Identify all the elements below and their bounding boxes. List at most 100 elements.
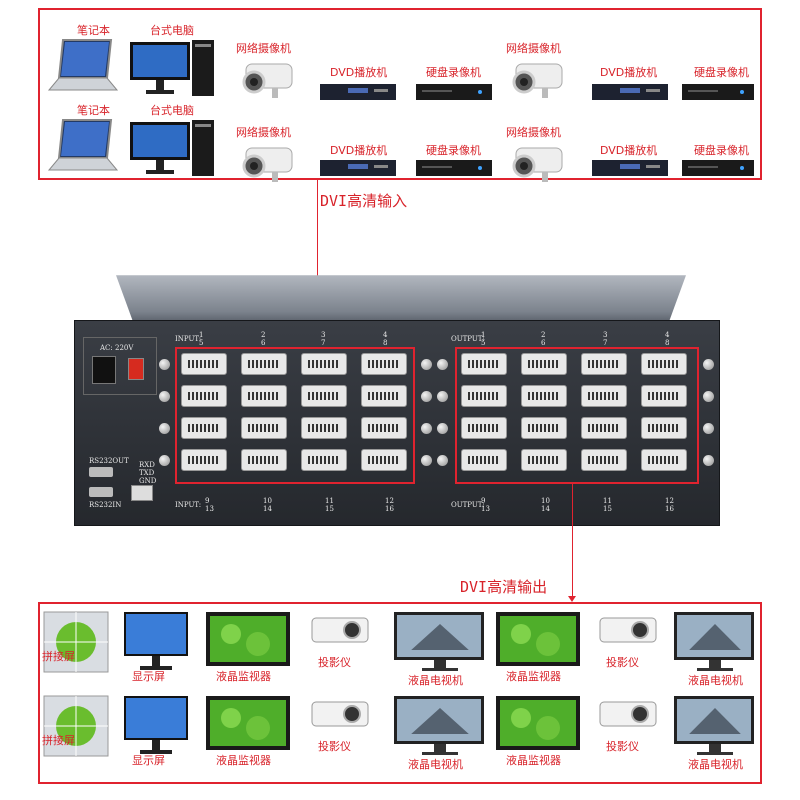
- dvd-player-icon: [318, 156, 398, 182]
- ip-camera-label: 网络摄像机: [236, 40, 291, 56]
- txd-label: TXD: [139, 469, 154, 477]
- ip-camera-icon: [502, 140, 572, 186]
- ip-camera-icon: [232, 56, 302, 102]
- monitor-label: 显示屏: [132, 752, 165, 768]
- ip-camera-label: 网络摄像机: [506, 40, 561, 56]
- lcd-tv-label: 液晶电视机: [408, 672, 463, 688]
- port-number: 8: [383, 339, 387, 347]
- port-number: 15: [603, 505, 612, 513]
- lcd-tv-label: 液晶电视机: [688, 756, 743, 772]
- power-socket: [92, 356, 116, 384]
- projector-icon: [594, 694, 664, 738]
- screw: [437, 455, 448, 466]
- output-bottom-label: OUTPUT:: [451, 501, 485, 509]
- port-number: 11: [603, 497, 612, 505]
- screw: [159, 455, 170, 466]
- output-ports-highlight: [455, 347, 699, 484]
- screw: [703, 359, 714, 370]
- power-section: AC: 220V: [83, 337, 157, 395]
- splice-screen-icon: [42, 694, 114, 762]
- ip-camera-icon: [502, 56, 572, 102]
- port-number: 15: [325, 505, 334, 513]
- screw: [703, 423, 714, 434]
- dvr-icon: [680, 80, 756, 106]
- projector-icon: [306, 610, 376, 654]
- port-number: 2: [541, 331, 545, 339]
- port-number: 10: [263, 497, 272, 505]
- input-bottom-label: INPUT:: [175, 501, 201, 509]
- screw: [421, 359, 432, 370]
- lcd-tv-label: 液晶电视机: [688, 672, 743, 688]
- gnd-label: GND: [139, 477, 156, 485]
- chassis-rear-panel: AC: 220V RS232OUT RS232IN RXD TXD GND IN…: [74, 320, 720, 526]
- dvr-label: 硬盘录像机: [426, 64, 481, 80]
- port-number: 1: [199, 331, 203, 339]
- splice-screen-label: 拼接屏: [42, 732, 75, 748]
- lcd-tv-icon: [672, 694, 758, 762]
- projector-label: 投影仪: [318, 654, 351, 670]
- desktop-icon: [126, 38, 222, 104]
- port-number: 3: [603, 331, 607, 339]
- output-arrow-label: DVI高清输出: [460, 576, 547, 597]
- screw: [703, 455, 714, 466]
- rs232-in-port[interactable]: [89, 487, 113, 497]
- dvi-matrix-chassis: AC: 220V RS232OUT RS232IN RXD TXD GND IN…: [74, 270, 720, 526]
- dvr-icon: [414, 156, 494, 182]
- lcd-monitor-label: 液晶监视器: [506, 668, 561, 684]
- laptop-icon: [45, 38, 125, 100]
- ac-voltage-label: AC: 220V: [100, 344, 133, 352]
- lcd-monitor-label: 液晶监视器: [506, 752, 561, 768]
- input-top-label: INPUT:: [175, 335, 201, 343]
- input-ports-highlight: [175, 347, 415, 484]
- lcd-tv-icon: [672, 610, 758, 678]
- port-number: 16: [665, 505, 674, 513]
- lcd-monitor-icon: [204, 694, 294, 758]
- port-number: 4: [383, 331, 387, 339]
- rxd-label: RXD: [139, 461, 155, 469]
- laptop-label: 笔记本: [77, 22, 110, 38]
- projector-icon: [594, 610, 664, 654]
- rs232-in-label: RS232IN: [89, 501, 121, 509]
- desktop-icon: [126, 118, 222, 184]
- port-number: 12: [385, 497, 394, 505]
- port-number: 10: [541, 497, 550, 505]
- laptop-label: 笔记本: [77, 102, 110, 118]
- port-number: 9: [205, 497, 209, 505]
- rs232-out-port[interactable]: [89, 467, 113, 477]
- screw: [703, 391, 714, 402]
- screw: [421, 423, 432, 434]
- desktop-label: 台式电脑: [150, 102, 194, 118]
- lcd-tv-icon: [392, 610, 488, 678]
- dvr-icon: [414, 80, 494, 106]
- port-number: 6: [261, 339, 265, 347]
- lcd-monitor-icon: [494, 610, 584, 674]
- port-number: 3: [321, 331, 325, 339]
- dvd-player-icon: [590, 156, 670, 182]
- laptop-icon: [45, 118, 125, 180]
- lcd-monitor-label: 液晶监视器: [216, 668, 271, 684]
- port-number: 14: [541, 505, 550, 513]
- dvr-label: 硬盘录像机: [694, 64, 749, 80]
- input-arrow-label: DVI高清输入: [320, 190, 407, 211]
- power-switch[interactable]: [128, 358, 144, 380]
- port-number: 2: [261, 331, 265, 339]
- lcd-tv-label: 液晶电视机: [408, 756, 463, 772]
- screw: [159, 391, 170, 402]
- splice-screen-label: 拼接屏: [42, 648, 75, 664]
- ethernet-port[interactable]: [131, 485, 153, 501]
- screw: [437, 391, 448, 402]
- projector-label: 投影仪: [606, 654, 639, 670]
- lcd-monitor-icon: [204, 610, 294, 674]
- screw: [421, 455, 432, 466]
- port-number: 12: [665, 497, 674, 505]
- port-number: 7: [603, 339, 607, 347]
- dvd-player-icon: [590, 80, 670, 106]
- dvd-player-icon: [318, 80, 398, 106]
- port-number: 8: [665, 339, 669, 347]
- projector-label: 投影仪: [606, 738, 639, 754]
- screw: [421, 391, 432, 402]
- lcd-tv-icon: [392, 694, 488, 762]
- lcd-monitor-label: 液晶监视器: [216, 752, 271, 768]
- output-top-label: OUTPUT:: [451, 335, 485, 343]
- port-number: 13: [481, 505, 490, 513]
